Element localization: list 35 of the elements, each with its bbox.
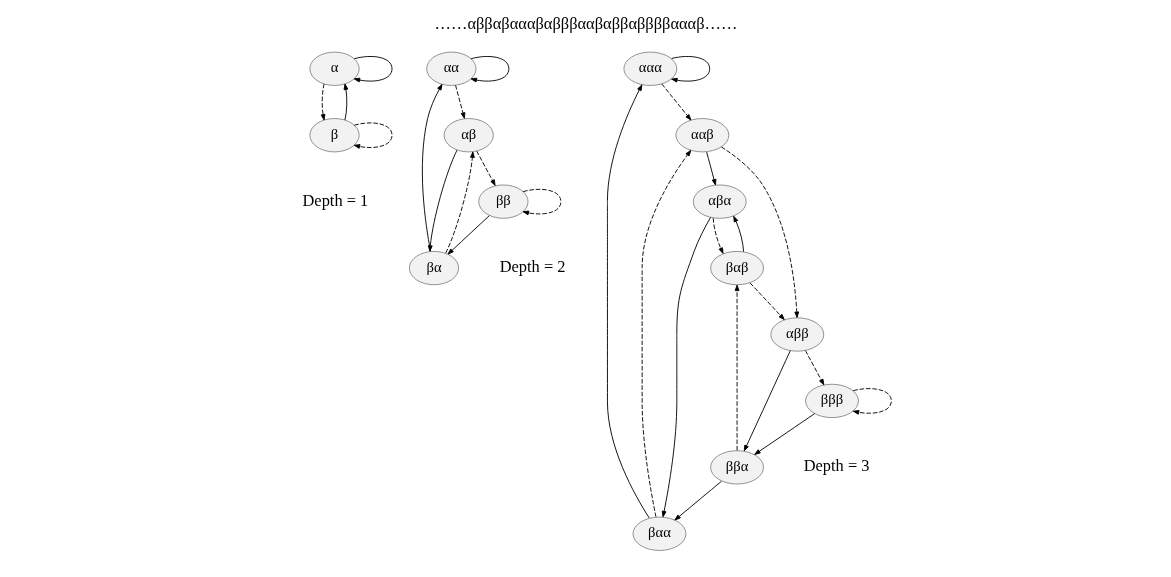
arrow xyxy=(447,215,490,255)
node-ellipse: αββ xyxy=(769,317,824,352)
arrow xyxy=(732,215,744,253)
node-ellipse: αβ xyxy=(443,118,494,153)
label: Depth = 2 xyxy=(499,257,566,277)
arrow xyxy=(743,350,791,452)
arrow xyxy=(522,188,561,216)
node-ellipse: βαβ xyxy=(709,250,764,286)
arrow xyxy=(734,284,739,451)
arrow xyxy=(343,83,348,121)
arrow xyxy=(661,216,711,518)
arrow xyxy=(353,56,392,83)
arrow xyxy=(712,217,724,254)
label: Depth = 1 xyxy=(302,190,368,210)
arrow xyxy=(749,282,785,321)
arrow xyxy=(670,56,710,83)
arrow xyxy=(705,151,716,186)
arrow xyxy=(720,146,799,318)
diagram-title: ……αββαβαααβαβββααβαββαββββαααβ…… xyxy=(434,13,737,33)
label: Depth = 3 xyxy=(803,456,869,476)
arrow xyxy=(641,150,691,518)
arrow xyxy=(470,56,509,83)
arrow xyxy=(753,413,815,455)
arrow xyxy=(804,350,824,386)
arrow xyxy=(454,84,465,119)
arrow xyxy=(353,122,392,149)
arrow xyxy=(444,151,475,254)
arrow xyxy=(475,150,496,186)
node-ellipse: αβα xyxy=(692,184,747,219)
node-ellipse: ααβ xyxy=(674,118,729,153)
arrow xyxy=(673,480,722,521)
arrow xyxy=(606,84,650,519)
arrow xyxy=(320,83,325,121)
arrow xyxy=(660,83,691,121)
arrow xyxy=(852,388,892,415)
